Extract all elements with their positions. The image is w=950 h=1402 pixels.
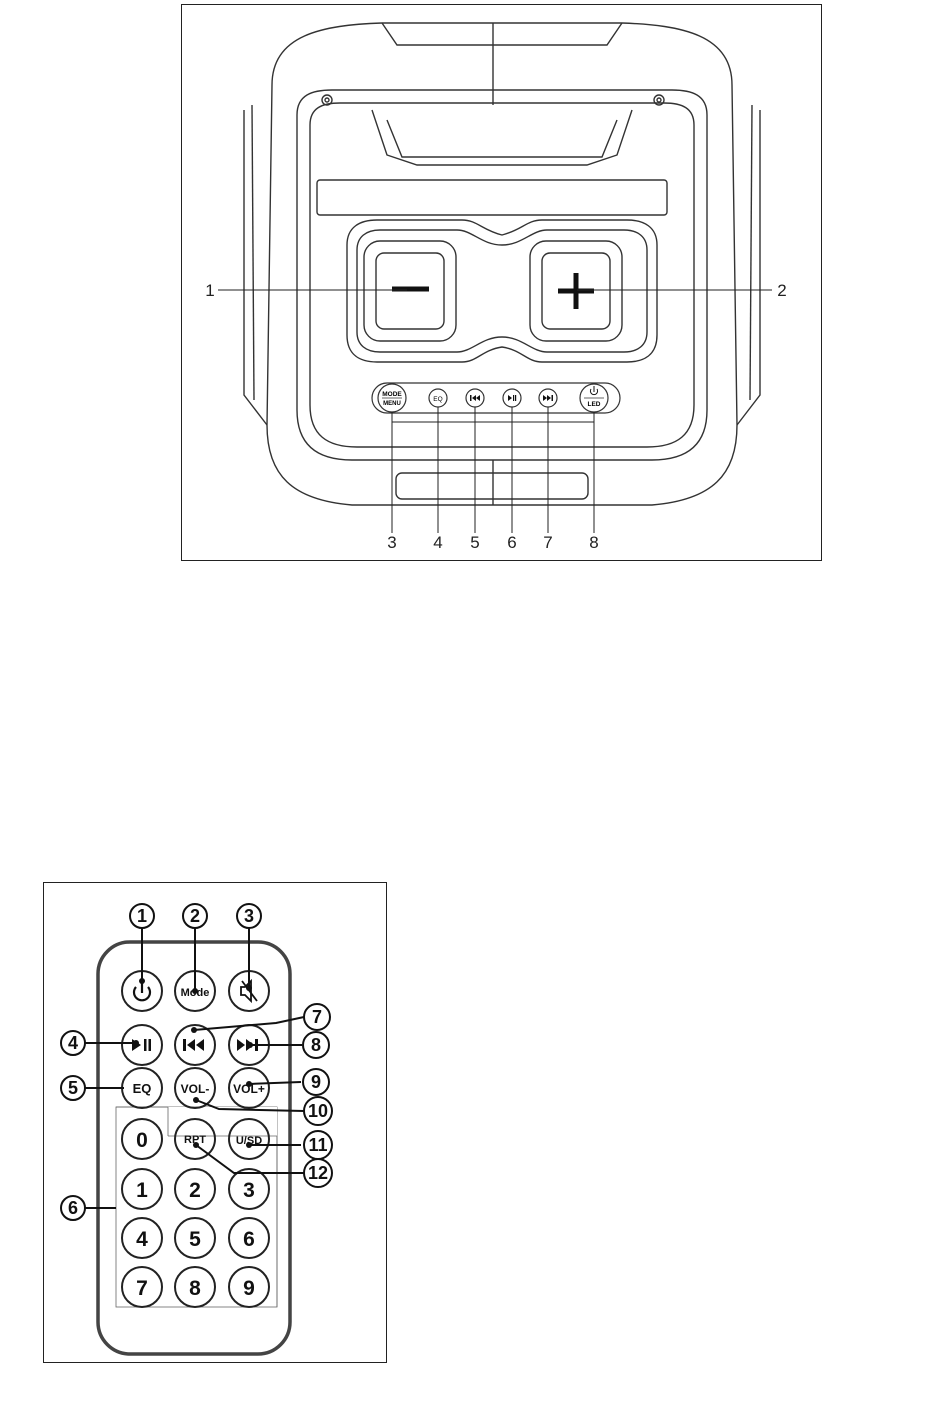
mode-label: MODE (382, 391, 402, 398)
speaker-callout-8: 8 (589, 533, 598, 552)
digit-5-label: 5 (189, 1228, 201, 1251)
speaker-callout-7: 7 (543, 533, 552, 552)
digit-7-label: 7 (136, 1277, 148, 1300)
speaker-diagram: MODE MENU EQ LED (182, 5, 823, 562)
digit-0-label: 0 (136, 1129, 148, 1152)
eq-key-label: EQ (133, 1081, 152, 1096)
remote-callout-7: 7 (312, 1007, 322, 1027)
play-pause-icon (508, 395, 516, 401)
speaker-bottom-vent (396, 473, 588, 499)
led-label: LED (588, 401, 601, 408)
remote-callout-2: 2 (190, 906, 200, 926)
digit-1-label: 1 (136, 1179, 148, 1202)
remote-callout-12: 12 (308, 1163, 328, 1183)
digit-9-label: 9 (243, 1277, 255, 1300)
remote-callout-8: 8 (311, 1035, 321, 1055)
speaker-face-bezel (297, 90, 707, 460)
remote-callout-5: 5 (68, 1078, 78, 1098)
prev-track-icon (470, 395, 480, 401)
menu-label: MENU (383, 401, 401, 407)
power-icon (590, 386, 597, 395)
remote-callout-4: 4 (68, 1033, 78, 1053)
digit-2-label: 2 (189, 1179, 201, 1202)
remote-diagram: Mode EQ VOL- VOL+ RPT U/SD 0 1 2 3 4 5 (44, 883, 388, 1364)
speaker-callout-4: 4 (433, 533, 442, 552)
vol-down-key-label: VOL- (181, 1082, 210, 1096)
speaker-top-handle (382, 23, 622, 45)
remote-callout-9: 9 (311, 1072, 321, 1092)
digit-6-label: 6 (243, 1228, 255, 1251)
speaker-callout-5: 5 (470, 533, 479, 552)
digit-8-label: 8 (189, 1277, 201, 1300)
prev-track-icon (183, 1039, 204, 1051)
remote-diagram-frame: Mode EQ VOL- VOL+ RPT U/SD 0 1 2 3 4 5 (43, 882, 387, 1363)
speaker-callout-1: 1 (205, 281, 214, 300)
remote-callout-11: 11 (308, 1135, 327, 1155)
remote-callout-1: 1 (137, 906, 147, 926)
play-pause-key (122, 1025, 162, 1065)
remote-callout-6: 6 (68, 1198, 78, 1218)
eq-label: EQ (433, 396, 442, 403)
next-track-icon (543, 395, 553, 401)
speaker-callout-3: 3 (387, 533, 396, 552)
remote-callout-10: 10 (308, 1101, 328, 1121)
speaker-body-outline (267, 23, 737, 505)
speaker-callout-6: 6 (507, 533, 516, 552)
digit-3-label: 3 (243, 1179, 255, 1202)
speaker-callout-2: 2 (777, 281, 786, 300)
remote-callout-3: 3 (244, 906, 254, 926)
plus-icon (558, 273, 594, 309)
speaker-diagram-frame: MODE MENU EQ LED (181, 4, 822, 561)
digit-4-label: 4 (136, 1228, 148, 1251)
